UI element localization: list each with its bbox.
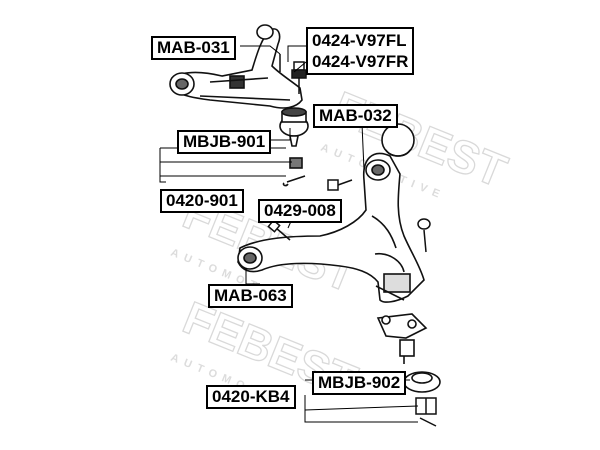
label-0424-v97: 0424-V97FL 0424-V97FR — [306, 27, 415, 75]
label-0429-008: 0429-008 — [258, 199, 342, 223]
label-0420-kb4: 0420-KB4 — [206, 385, 296, 409]
cotter-pin-lower — [419, 417, 437, 427]
label-0420-901: 0420-901 — [160, 189, 244, 213]
label-mbjb-902: MBJB-902 — [312, 371, 407, 395]
lower-ball-joint-boot — [403, 371, 441, 393]
lower-control-arm — [237, 152, 425, 303]
cotter-pin-upper — [282, 175, 306, 187]
label-mab-031: MAB-031 — [151, 36, 236, 60]
side-bolt — [417, 218, 431, 253]
label-mab-032: MAB-032 — [313, 104, 398, 128]
label-0424-v97fl: 0424-V97FL — [312, 31, 407, 50]
castle-nut-lower — [415, 397, 437, 415]
upper-control-arm — [169, 24, 303, 109]
rear-bushing — [381, 123, 415, 157]
label-mbjb-901: MBJB-901 — [177, 130, 272, 154]
upper-ball-joint — [279, 107, 309, 169]
label-mab-063: MAB-063 — [208, 284, 293, 308]
lower-ball-joint — [376, 313, 428, 364]
label-0424-v97fr: 0424-V97FR — [312, 52, 409, 71]
small-nut-mab032 — [327, 179, 353, 191]
